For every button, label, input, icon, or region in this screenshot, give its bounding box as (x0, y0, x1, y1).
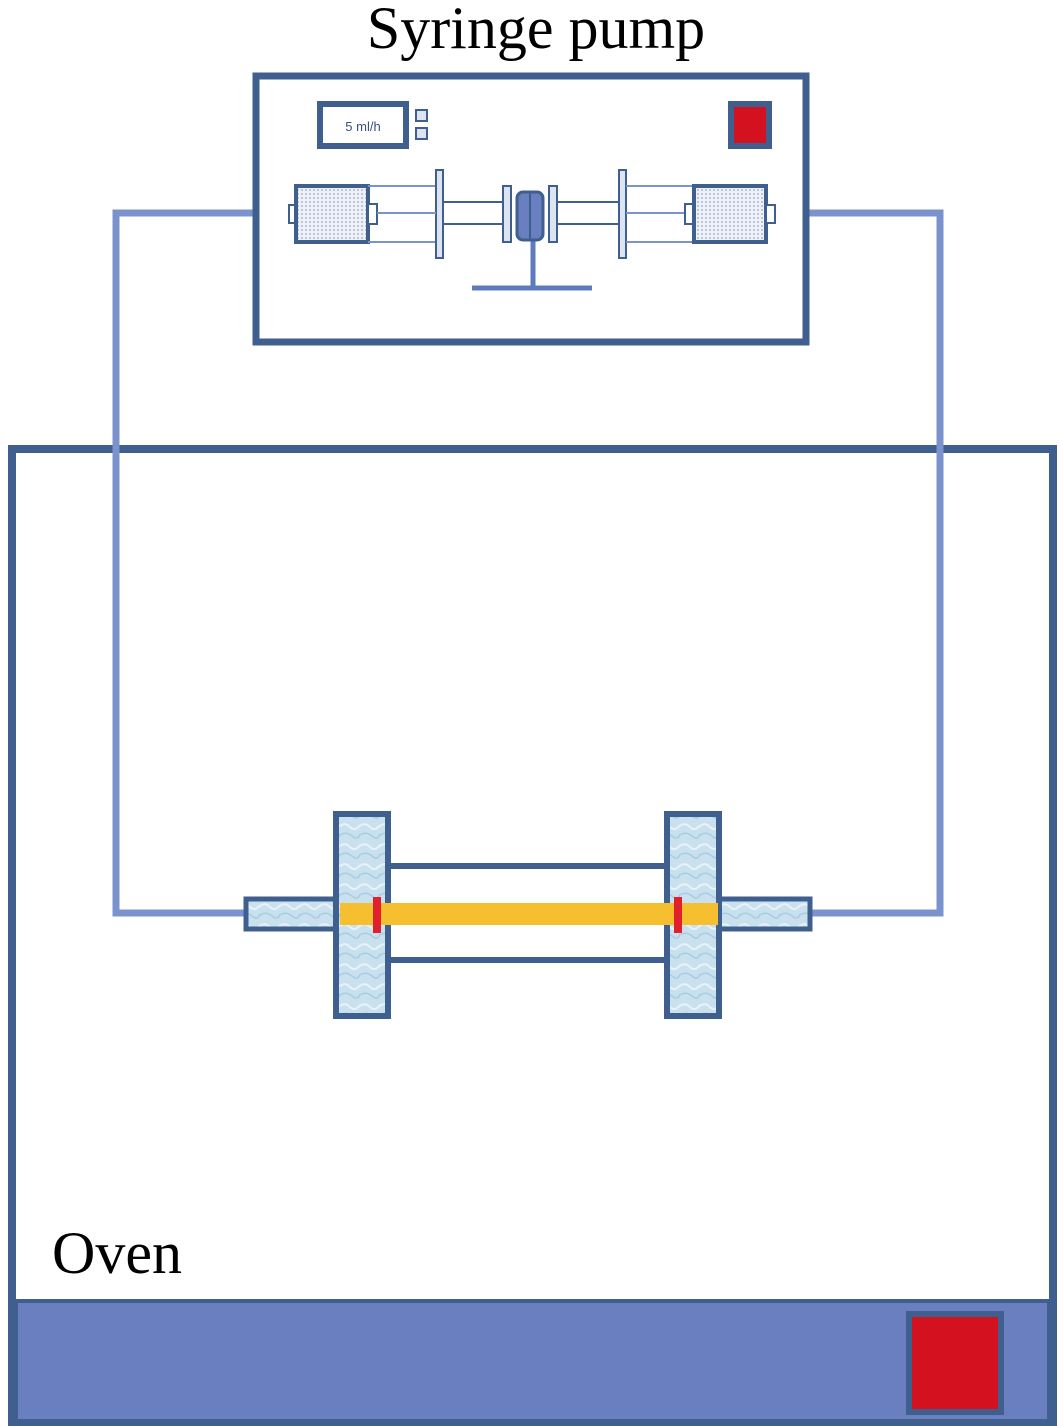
pump-indicator-icon (728, 101, 772, 149)
right-seal (674, 897, 682, 933)
oven-indicator-icon (906, 1311, 1004, 1415)
pump-display-value: 5 ml/h (345, 119, 380, 134)
left-connector (243, 896, 341, 932)
sample-holder (243, 811, 813, 1019)
up-button-icon[interactable] (415, 109, 428, 122)
left-seal (373, 897, 381, 933)
tube-left (112, 209, 288, 917)
pump-title: Syringe pump (367, 0, 705, 61)
left-syringe (288, 169, 512, 259)
sample-tube (340, 903, 718, 925)
down-button-icon[interactable] (415, 127, 428, 140)
right-connector (715, 896, 813, 932)
tube-right (776, 209, 944, 917)
oven-label: Oven (52, 1220, 182, 1286)
pump-display (317, 101, 409, 149)
oven-control-panel (14, 1299, 1051, 1423)
oven-body (8, 445, 1057, 1426)
right-syringe (548, 169, 776, 259)
